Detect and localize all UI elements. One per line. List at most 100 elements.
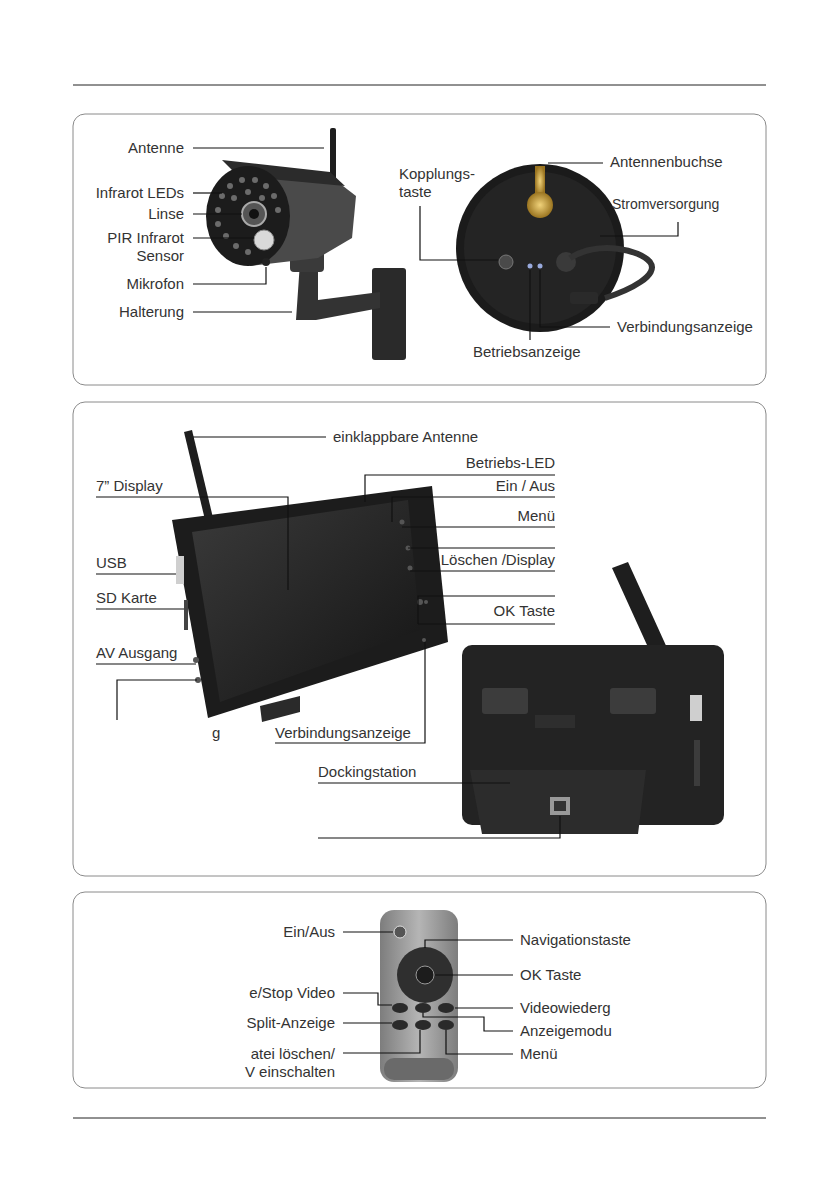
illustration-part [600,222,678,236]
illustration-part [219,193,225,199]
illustration-part [384,1058,454,1080]
illustration-part [423,1013,513,1031]
illustration-part [275,207,281,213]
illustration-part [73,114,766,385]
part-label: e/Stop Video [249,984,335,1002]
part-label: Split-Anzeige [247,1014,335,1032]
illustration-part [193,267,266,284]
illustration-part [482,688,528,714]
illustration-part [446,1030,513,1054]
part-label: einklappbare Antenne [333,428,478,446]
part-label: Löschen /Display [441,551,555,569]
illustration-part [435,974,513,975]
camera-back-illustration [456,164,652,332]
part-label: Halterung [119,303,184,321]
illustration-part [418,623,555,624]
illustration-part [424,600,428,604]
monitor-front-illustration [172,430,448,722]
illustration-part [422,638,426,642]
illustration-part [215,221,221,227]
illustration-part [482,688,656,714]
part-label: Mikrofon [126,275,184,293]
illustration-part [172,486,448,718]
illustration-part [176,556,184,584]
illustration-part [184,600,188,630]
illustration-part [380,910,458,1082]
illustration-part [184,430,214,524]
part-label: OK Taste [520,966,581,984]
illustration-part [415,1020,431,1030]
part-label: Navigationstaste [520,931,631,949]
panel-frame [73,114,766,1088]
part-label: g [212,724,220,742]
part-label: Menü [517,507,555,525]
part-label: USB [96,554,127,572]
illustration-part [231,195,237,201]
illustration-part [193,436,326,437]
illustration-part [193,192,222,193]
illustration-part [262,258,270,266]
illustration-part [271,193,277,199]
illustration-part [96,608,184,609]
part-label: Linse [148,205,184,223]
part-label: Antenne [128,139,184,157]
illustration-part [193,213,242,214]
illustration-part [400,520,405,525]
part-label: Betriebsanzeige [473,343,581,361]
part-label: Infrarot LEDs [96,184,184,202]
illustration-part [215,207,221,213]
part-label: OK Taste [494,602,555,620]
illustration-part [554,801,566,811]
illustration-part [263,183,269,189]
illustration-part [365,475,555,502]
illustration-part [318,816,560,838]
page-frame [73,85,766,1118]
illustration-part [694,740,700,786]
illustration-part [438,1020,454,1030]
part-label: Antennenbuchse [610,153,723,171]
illustration-part [408,547,555,548]
illustration-part [415,1003,431,1013]
remote-illustration [380,910,458,1082]
illustration-part [410,570,555,571]
illustration-part [408,566,413,571]
illustration-part [343,1030,420,1053]
illustration-part [394,926,406,938]
illustration-part [420,206,498,260]
illustration-part [570,292,598,304]
illustration-part [392,1003,408,1013]
illustration-part [117,680,197,720]
part-label: AV Ausgang [96,644,177,662]
illustration-part [538,264,543,269]
illustration-part [249,209,259,219]
part-label: Anzeigemodu [520,1022,612,1040]
illustration-part [470,770,646,834]
illustration-part [192,500,420,702]
illustration-part [343,1022,392,1023]
part-label: atei löschen/ V einschalten [241,1045,335,1081]
illustration-part [245,249,251,255]
illustration-part [73,892,766,1088]
illustration-part [73,85,766,86]
illustration-part [455,1007,513,1008]
part-label: Verbindungsanzeige [275,724,411,742]
illustration-part [343,993,392,1005]
illustration-part [245,189,251,195]
camera-illustration [206,128,406,360]
illustration-part [252,177,258,183]
illustration-part [527,192,553,218]
illustration-part [528,264,533,269]
illustration-part [318,782,510,783]
part-label: Ein/Aus [283,923,335,941]
illustration-part [535,715,575,728]
part-label: Kopplungs- taste [399,165,484,201]
part-label: 7” Display [96,477,163,495]
part-label: Menü [520,1045,558,1063]
illustration-part [193,311,292,312]
illustration-part [418,596,555,624]
illustration-part [690,695,702,721]
illustration-part [215,177,281,255]
illustration-part [193,147,324,148]
illustration-part [227,183,233,189]
